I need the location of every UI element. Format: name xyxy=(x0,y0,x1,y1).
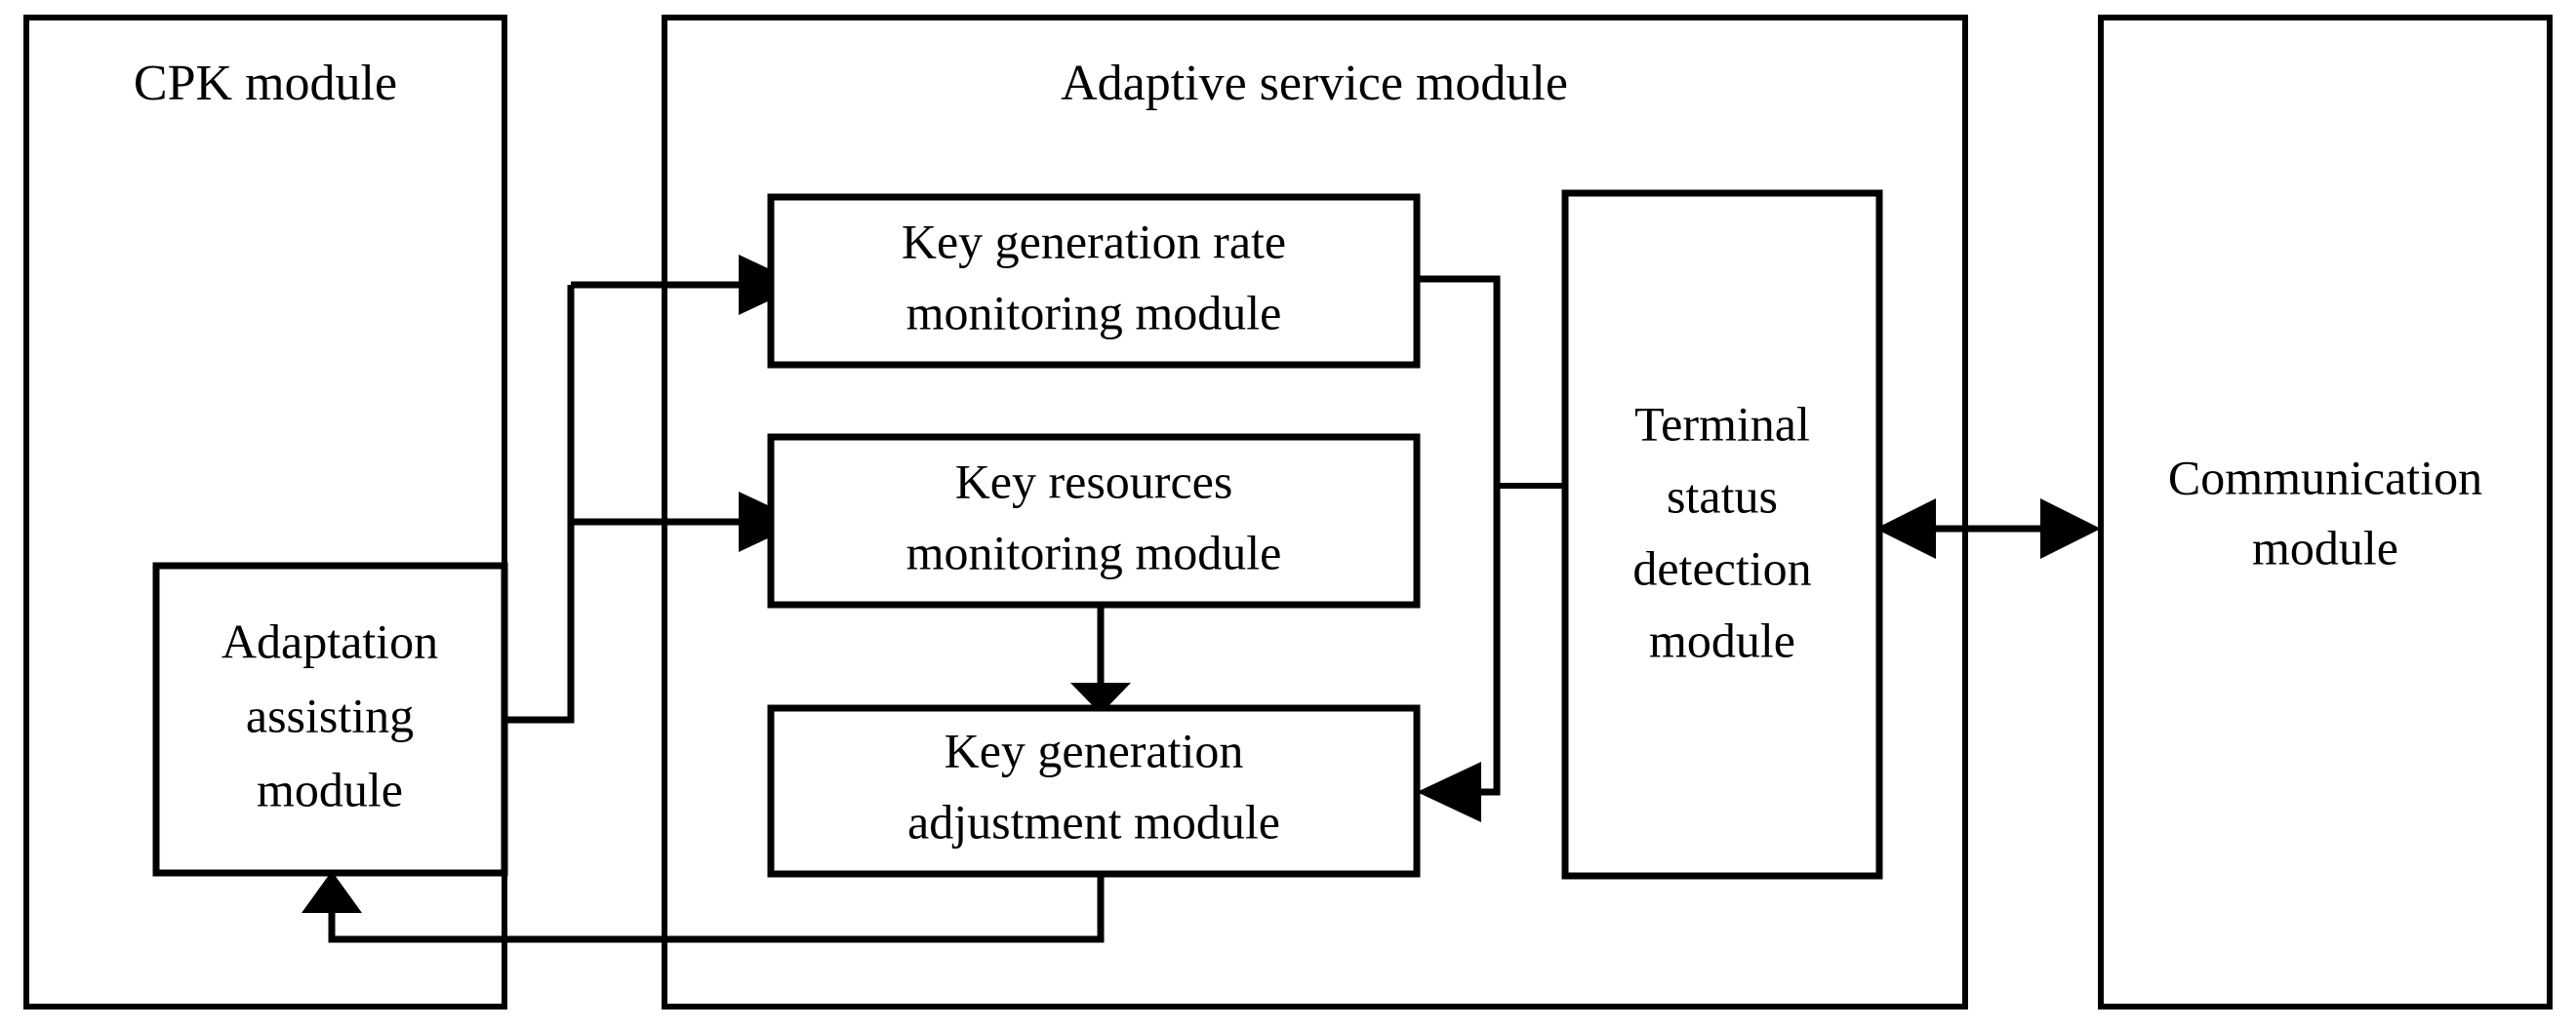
label-communication-module-line1: Communication xyxy=(2168,450,2482,504)
label-key-resources-monitoring-module-line2: monitoring module xyxy=(906,525,1282,579)
label-key-generation-adjustment-module-line2: adjustment module xyxy=(907,794,1280,849)
label-adaptation-assisting-module-line3: module xyxy=(257,762,403,816)
block-key-resources-monitoring-module[interactable] xyxy=(767,433,1421,609)
label-communication-module-line2: module xyxy=(2252,520,2398,574)
label-key-generation-rate-monitoring-module-line2: monitoring module xyxy=(906,285,1282,339)
label-adaptation-assisting-module-line2: assisting xyxy=(246,688,414,742)
label-terminal-status-detection-module-line4: module xyxy=(1649,613,1795,667)
arrowhead-to-adaptation-assisting xyxy=(302,871,362,913)
label-terminal-status-detection-module-line3: detection xyxy=(1632,540,1811,595)
block-key-generation-rate-monitoring-module[interactable] xyxy=(767,193,1421,369)
connector-adaptation-branch-stem xyxy=(504,285,575,724)
label-key-generation-rate-monitoring-module-line1: Key generation rate xyxy=(902,214,1286,268)
label-cpk-module: CPK module xyxy=(134,56,397,111)
arrowhead-to-key-generation-adjustment-top xyxy=(1070,683,1131,714)
block-adaptation-assisting-module[interactable] xyxy=(152,562,508,877)
label-key-generation-adjustment-module-line1: Key generation xyxy=(945,723,1244,777)
label-adaptive-service-module: Adaptive service module xyxy=(1061,56,1568,111)
arrowhead-to-communication-module xyxy=(2040,498,2101,559)
label-key-resources-monitoring-module-line1: Key resources xyxy=(955,454,1233,508)
label-terminal-status-detection-module-line2: status xyxy=(1667,468,1778,523)
block-terminal-status-detection-module[interactable] xyxy=(1561,189,1883,880)
block-key-generation-adjustment-module[interactable] xyxy=(767,704,1421,878)
arrowhead-to-key-generation-adjustment-right xyxy=(1417,762,1481,822)
container-communication-module xyxy=(2098,15,2553,1010)
arrowhead-to-terminal-status xyxy=(1875,498,1936,559)
connector-key-generation-adjustment-to-adaptation xyxy=(328,874,1105,943)
connector-key-generation-rate-to-key-generation-adjustment xyxy=(1417,275,1501,796)
label-adaptation-assisting-module-line1: Adaptation xyxy=(221,614,438,668)
label-terminal-status-detection-module-line1: Terminal xyxy=(1634,396,1810,451)
